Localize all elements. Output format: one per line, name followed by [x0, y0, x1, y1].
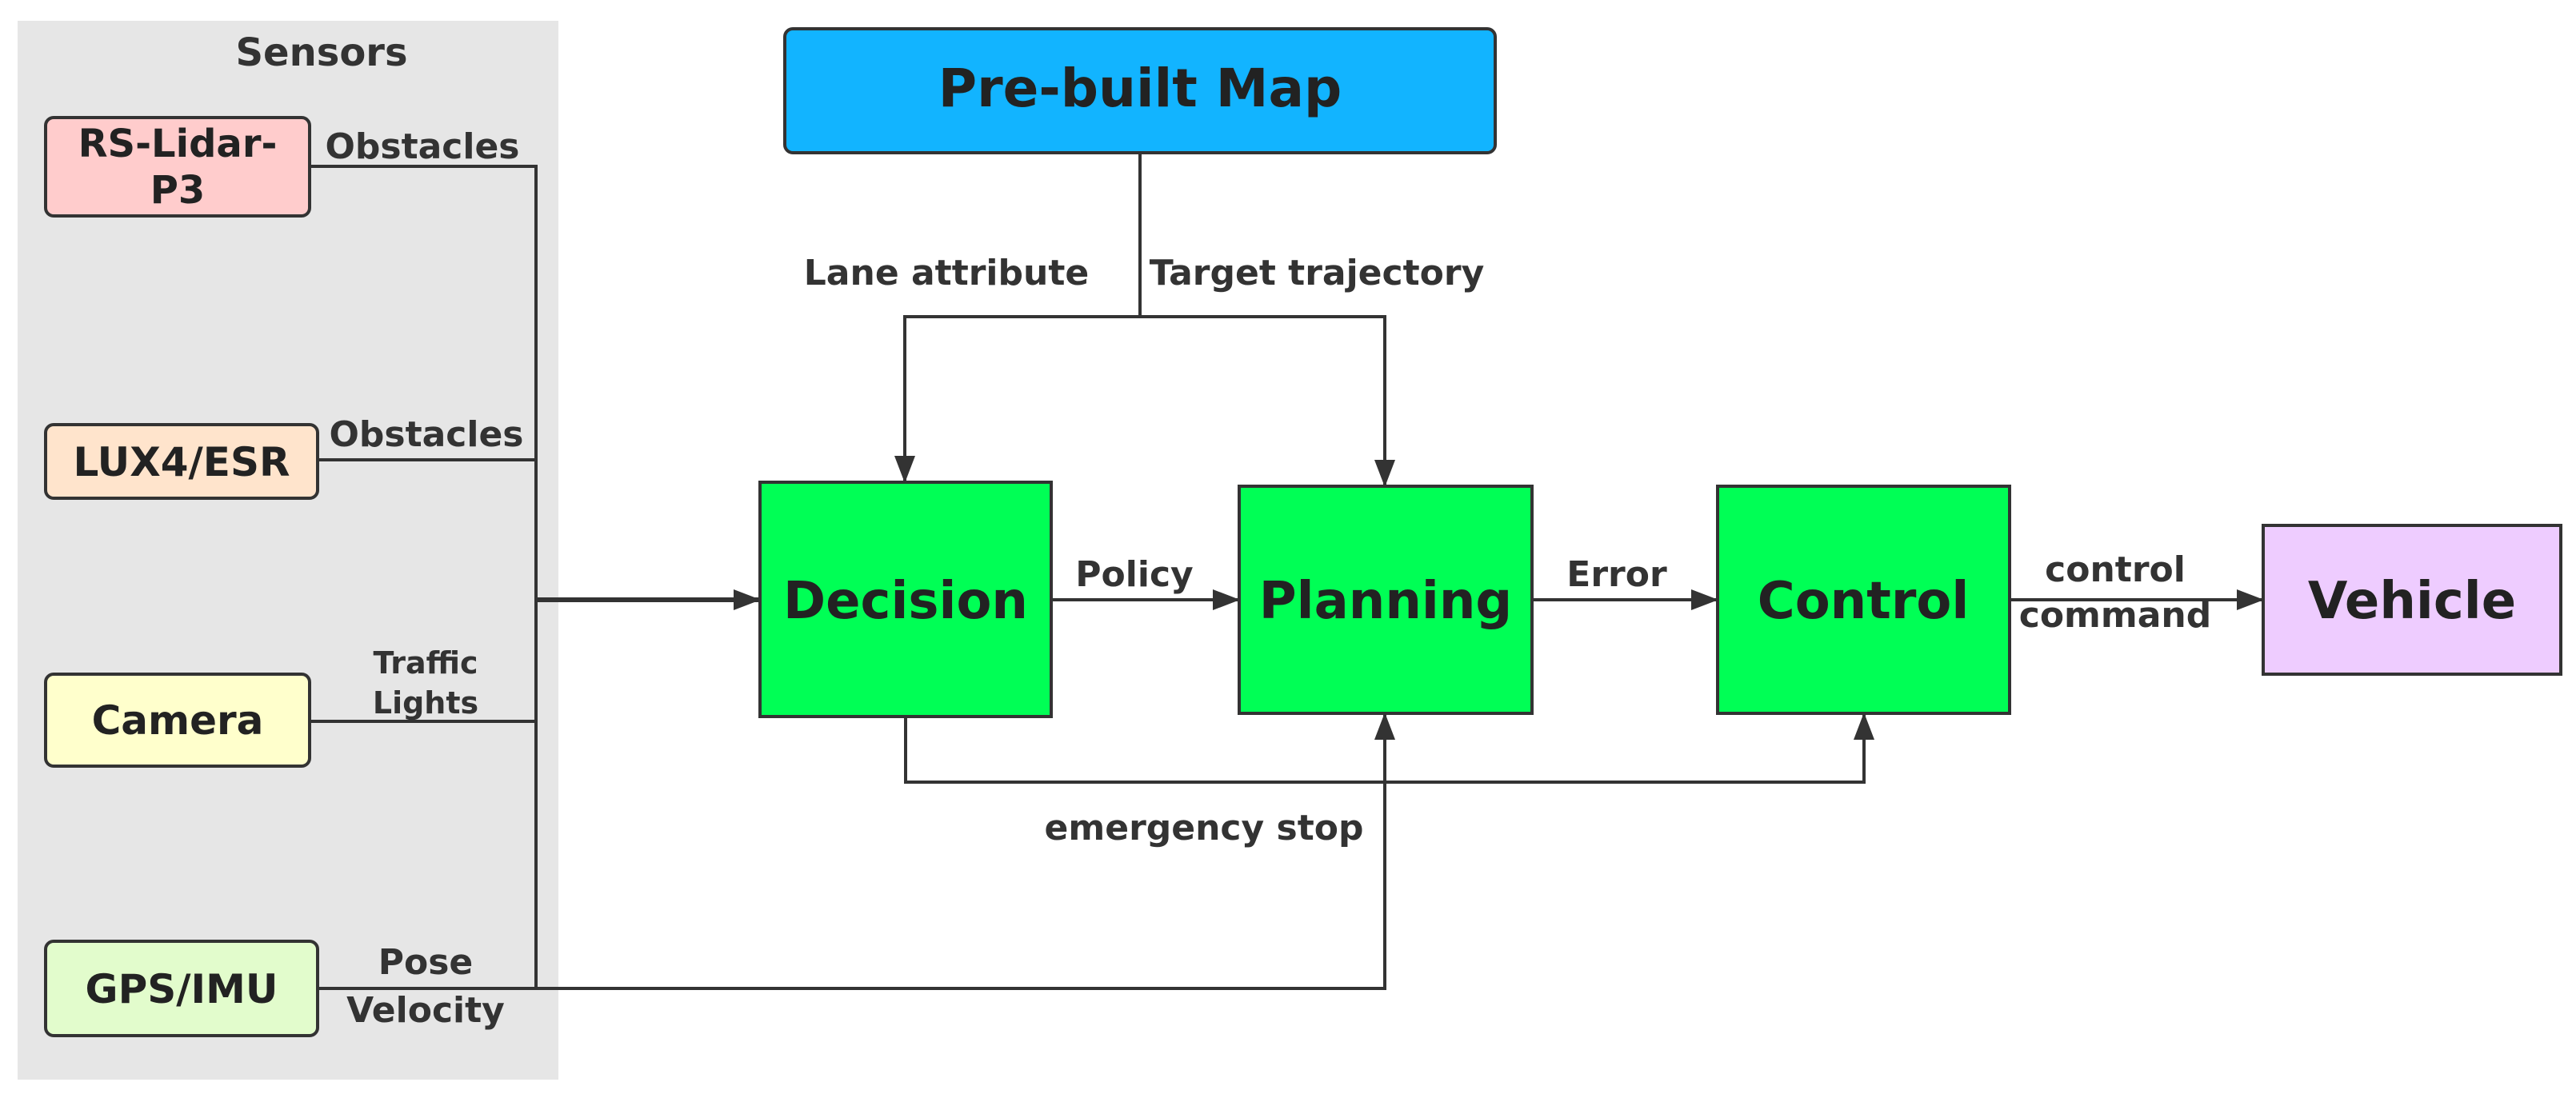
control-node: Control: [1716, 485, 2011, 715]
sensor-gps-imu: GPS/IMU: [44, 940, 319, 1037]
vehicle-box: [2262, 524, 2562, 676]
prebuilt-map-node: Pre-built Map: [783, 27, 1497, 154]
vehicle-node: Vehicle: [2262, 524, 2562, 676]
map-to-planning-arrow: [1140, 315, 1395, 487]
gps-output-label-1: Pose: [378, 942, 474, 983]
lux-output-label: Obstacles: [329, 414, 523, 455]
emergency-stop-arrow: [904, 713, 1874, 784]
vehicle-label: Vehicle: [2308, 572, 2516, 631]
sensor-rs-lidar-p3: RS-Lidar- P3: [44, 116, 311, 218]
gps-output-label-2: Velocity: [346, 990, 505, 1031]
sensor-lux4-esr: LUX4/ESR: [44, 423, 319, 500]
planning-box: [1238, 485, 1534, 715]
planning-label: Planning: [1259, 572, 1512, 631]
map-label: Pre-built Map: [938, 58, 1342, 119]
error-label: Error: [1566, 554, 1667, 595]
planning-node: Planning: [1238, 485, 1534, 715]
control-label: Control: [1758, 572, 1970, 631]
control-command-label-2: command: [2019, 595, 2212, 636]
sensor-label: Camera: [92, 697, 264, 744]
decision-node: Decision: [758, 481, 1053, 718]
sensor-camera: Camera: [44, 673, 311, 768]
lane-attribute-label: Lane attribute: [804, 253, 1089, 293]
camera-output-label-1: Traffic: [373, 645, 478, 681]
sensor-label-line2: P3: [150, 168, 206, 213]
control-box: [1716, 485, 2011, 715]
target-trajectory-label: Target trajectory: [1150, 253, 1485, 293]
emergency-stop-label: emergency stop: [1045, 808, 1364, 848]
sensor-label: LUX4/ESR: [74, 439, 290, 485]
control-command-label-1: control: [2045, 549, 2186, 590]
lidar-output-label: Obstacles: [325, 126, 519, 167]
lidar-connector: [310, 165, 538, 988]
policy-label: Policy: [1075, 554, 1193, 595]
map-to-decision-arrow: [894, 315, 1140, 483]
decision-label: Decision: [783, 572, 1028, 631]
sensors-title: Sensors: [235, 30, 407, 75]
sensor-label: GPS/IMU: [86, 966, 278, 1012]
camera-output-label-2: Lights: [373, 685, 478, 721]
decision-box: [758, 481, 1053, 718]
sensor-label-line1: RS-Lidar-: [78, 122, 278, 166]
gps-connector: [318, 713, 1395, 990]
